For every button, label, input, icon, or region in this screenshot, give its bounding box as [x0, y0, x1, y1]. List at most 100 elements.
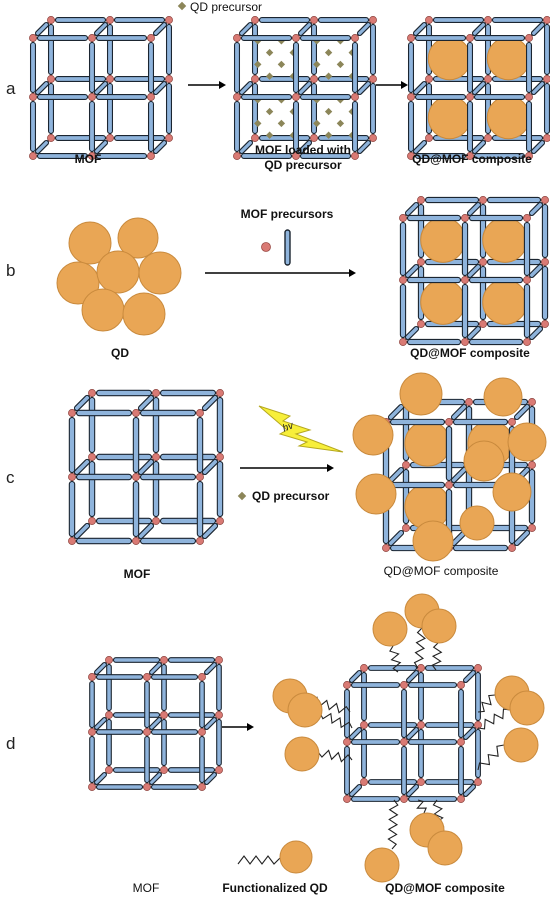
linker-rod — [468, 276, 524, 284]
linker-rod — [406, 338, 462, 346]
qd-sphere-icon — [503, 727, 539, 763]
node-dot — [160, 656, 168, 664]
linker-rod — [424, 665, 475, 671]
qd-cluster-b — [56, 217, 182, 336]
bolt-label: hv — [281, 420, 296, 434]
node-dot — [407, 152, 415, 160]
linker-rod — [424, 722, 475, 728]
row-letter-c: c — [6, 468, 15, 487]
linker-rod — [36, 93, 89, 101]
linker-rod — [89, 680, 95, 729]
caption-qd-b: QD — [111, 346, 129, 360]
linker-rod — [404, 263, 420, 279]
caption-composite-c: QD@MOF composite — [384, 564, 499, 578]
linker-rod — [152, 80, 168, 96]
node-dot — [251, 134, 259, 142]
linker-rod — [406, 670, 419, 683]
node-dot — [369, 16, 377, 24]
qd-sphere — [427, 95, 472, 140]
precursor-diamond — [336, 60, 345, 69]
qd-sphere-icon — [56, 261, 100, 305]
linker-rod — [258, 16, 311, 24]
linker-rod — [152, 139, 168, 155]
linker-rod — [204, 772, 217, 785]
linker-rod — [297, 21, 313, 37]
linker-rod — [34, 21, 50, 37]
linker-rod — [473, 152, 526, 160]
node-dot — [196, 409, 204, 417]
linker-rod — [369, 82, 377, 135]
legend-qd-precursor: QD precursor — [177, 0, 262, 14]
node-dot — [105, 656, 113, 664]
linker-rod — [139, 537, 197, 545]
linker-rod — [473, 34, 526, 42]
linker-rod — [292, 100, 300, 153]
linker-rod — [317, 75, 370, 83]
linker-rod — [93, 80, 109, 96]
linker-rod — [73, 458, 91, 476]
linker-rod — [137, 522, 155, 540]
linker-rod — [106, 718, 112, 767]
linker-rod — [201, 522, 219, 540]
spring-linker — [431, 642, 443, 671]
linker-rod — [407, 796, 458, 802]
linker-rod — [68, 416, 76, 474]
node-dot — [508, 418, 516, 426]
caption-mof-a: MOF — [75, 152, 102, 166]
row-letter-a: a — [6, 79, 16, 98]
node-dot — [479, 196, 487, 204]
node-dot — [343, 738, 351, 746]
linker-rod — [159, 389, 217, 397]
node-dot — [47, 16, 55, 24]
linker-rod — [68, 480, 76, 538]
linker-rod — [199, 735, 205, 784]
node-dot — [215, 766, 223, 774]
node-dot — [165, 134, 173, 142]
row-d: d MOF Functionalized QD QD@MOF composite — [6, 593, 545, 895]
linker-rod — [468, 214, 524, 222]
node-dot — [310, 134, 318, 142]
linker-rod — [523, 221, 531, 277]
linker-rod — [94, 662, 107, 675]
linker-rod — [95, 389, 153, 397]
precursor-diamond — [277, 60, 286, 69]
linker-rod — [541, 265, 549, 321]
node-dot — [425, 134, 433, 142]
node-dot — [466, 93, 474, 101]
node-dot — [528, 461, 536, 469]
node-dot — [160, 711, 168, 719]
linker-rod — [406, 784, 419, 797]
linker-rod — [144, 680, 150, 729]
spring-linker — [319, 712, 353, 729]
linker-rod — [367, 665, 418, 671]
linker-rod — [463, 784, 476, 797]
linker-rod — [251, 23, 259, 76]
linker-rod — [452, 544, 509, 552]
linker-rod — [523, 283, 531, 339]
node-dot — [68, 409, 76, 417]
precursor-diamond — [265, 72, 274, 80]
linker-rod — [452, 418, 509, 426]
arrow-head — [401, 81, 408, 89]
precursor-diamond — [265, 107, 274, 116]
caption-composite-b: QD@MOF composite — [410, 346, 530, 360]
row-letter-b: b — [6, 261, 15, 280]
node-dot — [484, 75, 492, 83]
linker-rod — [150, 674, 199, 680]
qd-sphere-icon — [509, 690, 545, 726]
node-dot — [88, 389, 96, 397]
node-dot — [399, 214, 407, 222]
node-dot — [29, 34, 37, 42]
qd-sphere-icon — [284, 736, 320, 772]
linker-rod — [159, 453, 217, 461]
linker-rod — [463, 727, 476, 740]
node-dot — [106, 16, 114, 24]
qd-sphere-icon — [483, 377, 523, 417]
node-dot — [88, 517, 96, 525]
linker-rod — [486, 196, 542, 204]
node-dot — [68, 537, 76, 545]
qd-sphere — [427, 36, 472, 81]
node-dot — [369, 75, 377, 83]
node-dot — [360, 778, 368, 786]
